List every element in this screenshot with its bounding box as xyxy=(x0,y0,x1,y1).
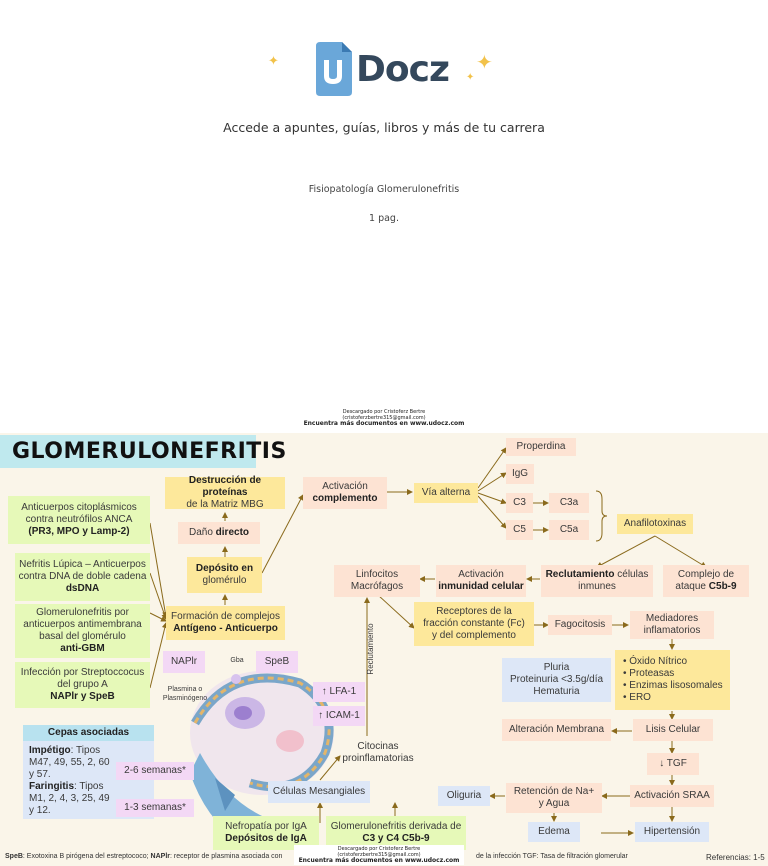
sparkle-icon: ✦ xyxy=(466,72,475,83)
list-item: • ERO xyxy=(623,692,651,703)
node-icam1: ↑ ICAM-1 xyxy=(313,706,365,726)
download-notice-link[interactable]: Encuentra más documentos en www.udocz.co… xyxy=(303,420,465,427)
badge-faringitis-weeks: 1-3 semanas* xyxy=(116,799,194,817)
download-notice: Descargado por Cristoferz Bertre (cristo… xyxy=(294,845,464,865)
node-via-alterna: Vía alterna xyxy=(414,483,478,503)
promo-header: ✦ Docz ✦ ✦ Accede a apuntes, guías, libr… xyxy=(0,0,768,432)
node-alteracion-membrana: Alteración Membrana xyxy=(502,719,611,741)
node-speb: SpeB xyxy=(256,651,298,673)
references: Referencias: 1-5 xyxy=(706,853,765,862)
download-notice: Descargado por Cristoferz Bertre (cristo… xyxy=(0,409,768,427)
node-anafilotoxinas: Anafilotoxinas xyxy=(617,514,693,534)
node-sraa: Activación SRAA xyxy=(630,785,714,807)
document-title: Fisiopatología Glomerulonefritis xyxy=(308,184,460,195)
node-tgf: ↓ TGF xyxy=(647,753,699,775)
node-mediadores-list: • Óxido Nítrico • Proteasas • Enzimas li… xyxy=(615,650,730,710)
node-reclutamiento-vertical: Reclutamiento xyxy=(366,623,375,675)
node-lisis-celular: Lisis Celular xyxy=(633,719,713,741)
node-celulas-mesangiales: Células Mesangiales xyxy=(268,781,370,803)
download-notice-line: Descargado por Cristoferz Bertre xyxy=(342,409,426,415)
list-item: • Enzimas lisosomales xyxy=(623,680,723,691)
sparkle-icon: ✦ xyxy=(268,54,279,69)
list-item: • Proteasas xyxy=(623,668,675,679)
strain-impetigo: Impétigo: Tipos M47, 49, 55, 2, 60 y 57. xyxy=(29,745,110,780)
node-fagocitosis: Fagocitosis xyxy=(548,615,612,635)
badge-impetigo-weeks: 2-6 semanas* xyxy=(116,762,194,780)
node-c3a: C3a xyxy=(549,493,589,513)
node-dano-directo: Daño directo xyxy=(178,522,260,544)
node-c5a: C5a xyxy=(549,520,589,540)
node-hipertension: Hipertensión xyxy=(635,822,709,842)
download-notice-line: (cristoferzbertre315@gmail.com) xyxy=(342,415,426,421)
node-retencion-sodio: Retención de Na+y Agua xyxy=(506,783,602,813)
list-item: • Óxido Nítrico xyxy=(623,656,688,667)
page-title: GLOMERULONEFRITIS xyxy=(0,435,286,468)
node-oliguria: Oliguria xyxy=(438,786,490,806)
node-properdina: Properdina xyxy=(506,438,576,456)
download-notice-link[interactable]: Encuentra más documentos en www.udocz.co… xyxy=(298,857,460,864)
node-naplr: NAPlr xyxy=(163,651,205,673)
node-lfa1: ↑ LFA-1 xyxy=(313,682,365,702)
strain-faringitis: Faringitis: Tipos M1, 2, 4, 3, 25, 49 y … xyxy=(29,781,110,816)
sparkle-icon: ✦ xyxy=(476,50,493,74)
node-c5: C5 xyxy=(506,520,533,540)
concept-map: GLOMERULONEFRITIS Destrucción de proteín… xyxy=(0,433,768,866)
node-igg: IgG xyxy=(506,464,534,484)
node-c3: C3 xyxy=(506,493,533,513)
udocz-logo: Docz xyxy=(316,42,450,96)
tagline: Accede a apuntes, guías, libros y más de… xyxy=(223,120,545,135)
logo-wordmark: Docz xyxy=(356,48,450,90)
strains-heading: Cepas asociadas xyxy=(23,725,154,741)
node-gba: Gba xyxy=(230,657,244,664)
node-edema: Edema xyxy=(528,822,580,842)
document-logo-icon xyxy=(316,42,354,96)
page-count: 1 pag. xyxy=(369,213,399,224)
